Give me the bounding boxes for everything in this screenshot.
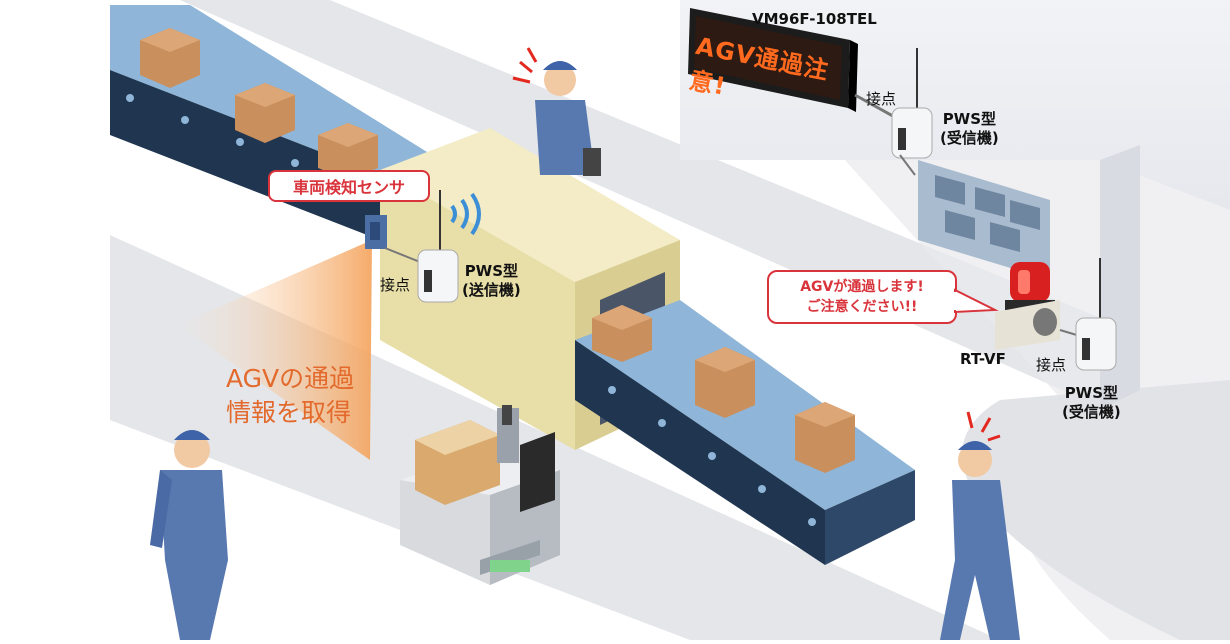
- acquire-info-text: AGVの通過 情報を取得: [226, 362, 354, 430]
- wire-receiver-wall: [899, 154, 916, 176]
- pws-receiver-top-label: PWS型 (受信機): [940, 110, 999, 148]
- vehicle-sensor-device: [365, 215, 387, 249]
- contact-label-right: 接点: [1036, 356, 1067, 374]
- pws-receiver-top-line2: (受信機): [940, 129, 999, 147]
- pws-transmitter-line2: (送信機): [462, 281, 521, 299]
- speech-bubble-tail: [950, 288, 999, 314]
- pws-receiver-right-line1: PWS型: [1064, 384, 1119, 402]
- pws-receiver-top-device: [891, 48, 933, 159]
- sensor-detection-beam: [178, 240, 372, 460]
- pws-receiver-top-line1: PWS型: [942, 110, 997, 128]
- led-sign-board: [688, 8, 858, 112]
- speech-line2: ご注意ください!!: [806, 299, 918, 315]
- warning-speech-bubble: AGVが通過します! ご注意ください!!: [767, 270, 957, 324]
- pws-transmitter-line1: PWS型: [464, 262, 519, 280]
- pws-transmitter-device: [417, 190, 459, 303]
- pws-receiver-right-label: PWS型 (受信機): [1062, 384, 1121, 422]
- worker-top: [535, 61, 601, 176]
- contact-label-top: 接点: [866, 90, 897, 108]
- contact-label-left: 接点: [380, 276, 411, 294]
- worker-left: [150, 430, 228, 640]
- cargo-boxes-back: [140, 28, 378, 180]
- rt-vf-signal-light: [995, 262, 1060, 350]
- agv-vehicle: [400, 405, 560, 585]
- vehicle-sensor-callout: 車両検知センサ: [268, 170, 430, 202]
- alert-marks-right: [966, 411, 1001, 442]
- pws-receiver-right-line2: (受信機): [1062, 403, 1121, 421]
- speech-line1: AGVが通過します!: [800, 279, 924, 295]
- radio-waves-icon: [450, 192, 481, 236]
- wire-sensor-transmitter: [384, 247, 421, 263]
- rt-vf-model-label: RT-VF: [960, 350, 1006, 368]
- acquire-info-line1: AGVの通過: [226, 364, 355, 393]
- worker-right: [940, 441, 1020, 640]
- alert-marks-top: [512, 47, 538, 84]
- display-model-label: VM96F-108TEL: [752, 10, 877, 28]
- cargo-boxes-front: [592, 305, 855, 473]
- pws-receiver-right-device: [1075, 258, 1117, 371]
- pws-transmitter-label: PWS型 (送信機): [462, 262, 521, 300]
- acquire-info-line2: 情報を取得: [226, 398, 352, 427]
